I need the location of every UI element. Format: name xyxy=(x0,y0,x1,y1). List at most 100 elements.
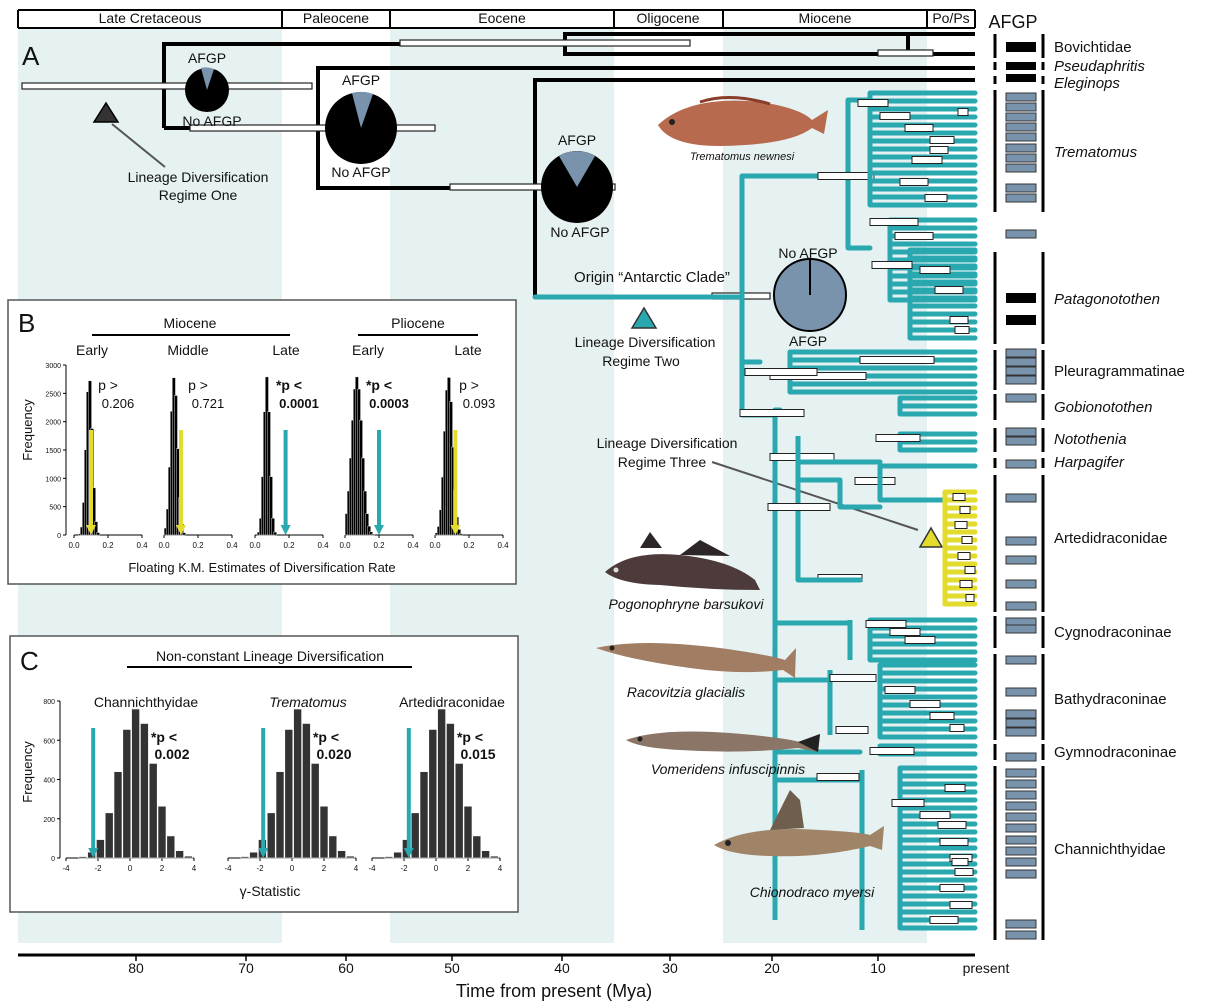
hist-c-bar xyxy=(241,857,249,858)
node-age-bar xyxy=(900,179,928,186)
hist-b-bar xyxy=(182,533,185,535)
node-age-bar xyxy=(960,581,972,588)
node-age-bar xyxy=(892,800,924,807)
hist-c-bar xyxy=(158,806,166,858)
node-age-bar xyxy=(905,637,935,644)
afgp-present-box xyxy=(1006,556,1036,564)
regime-one-label-1: Lineage Diversification xyxy=(128,169,269,185)
panel-b-stage-3: Late xyxy=(272,342,299,358)
time-axis-label: Time from present (Mya) xyxy=(456,981,652,1001)
hist-c-bar xyxy=(105,813,113,858)
afgp-present-box xyxy=(1006,813,1036,821)
panel-b-xlabel: Floating K.M. Estimates of Diversificati… xyxy=(128,560,395,575)
node-age-bar xyxy=(817,774,859,781)
node-age-bar xyxy=(818,173,874,180)
node-age-bar xyxy=(912,157,942,164)
afgp-present-box xyxy=(1006,858,1036,866)
time-tick-label-20: 20 xyxy=(764,960,780,976)
afgp-present-box xyxy=(1006,769,1036,777)
hist-c-bar xyxy=(294,709,302,858)
afgp-present-box xyxy=(1006,802,1036,810)
hist-c-pval-1: *p < xyxy=(151,729,177,745)
node-age-bar xyxy=(890,629,920,636)
afgp-present-box xyxy=(1006,537,1036,545)
node-age-bar xyxy=(930,917,958,924)
node-age-bar xyxy=(950,902,972,909)
hist-c-title-3: Artedidraconidae xyxy=(399,694,505,710)
hist-c-title-2: Trematomus xyxy=(269,694,347,710)
panel-c: C Non-constant Lineage Diversification F… xyxy=(10,636,518,912)
afgp-present-box xyxy=(1006,113,1036,121)
node-age-bar xyxy=(870,748,914,755)
hist-c-bar xyxy=(411,813,419,858)
hist-c-bar xyxy=(276,772,284,858)
pie-2: AFGP No AFGP xyxy=(325,72,397,180)
afgp-absent-box xyxy=(1006,74,1036,82)
clade-label-pleuragrammatinae: Pleuragrammatinae xyxy=(1054,363,1185,380)
node-age-bar xyxy=(952,859,968,866)
node-age-bar xyxy=(880,113,910,120)
hist-b-ytick-label: 1000 xyxy=(45,476,61,483)
hist-c-xtick-label: -2 xyxy=(400,864,408,873)
afgp-present-box xyxy=(1006,194,1036,202)
hist-c-title-1: Channichthyidae xyxy=(94,694,199,710)
hist-c-bar xyxy=(346,856,354,858)
panel-c-xlabel: γ-Statistic xyxy=(240,883,301,899)
hist-b-bar xyxy=(460,534,463,535)
afgp-present-box xyxy=(1006,358,1036,366)
hist-c-xtick-label: 0 xyxy=(290,864,295,873)
afgp-present-box xyxy=(1006,824,1036,832)
hist-c-bar xyxy=(438,709,446,858)
hist-c-xtick-label: -4 xyxy=(224,864,232,873)
hist-c-bar xyxy=(250,852,258,858)
afgp-present-box xyxy=(1006,494,1036,502)
afgp-present-box xyxy=(1006,460,1036,468)
pie-2-bottom-label: No AFGP xyxy=(331,164,390,180)
afgp-present-box xyxy=(1006,144,1036,152)
pie-3-top-label: AFGP xyxy=(558,132,596,148)
node-age-bar xyxy=(930,147,948,154)
afgp-absent-box xyxy=(1006,42,1036,52)
hist-c-bar xyxy=(464,806,472,858)
hist-c-xtick-label: -2 xyxy=(94,864,102,873)
hist-b-ytick-label: 2000 xyxy=(45,420,61,427)
hist-c-bar xyxy=(132,709,140,858)
hist-c-ytick-label: 400 xyxy=(43,778,55,785)
regime-two-label-1: Lineage Diversification xyxy=(575,334,716,350)
node-age-bar xyxy=(962,537,972,544)
hist-b-xtick-label: 0.0 xyxy=(249,541,261,550)
hist-c-xtick-label: 4 xyxy=(192,864,197,873)
hist-b-xtick-label: 0.4 xyxy=(226,541,238,550)
afgp-absent-box xyxy=(1006,315,1036,325)
hist-c-bar xyxy=(123,729,131,858)
afgp-present-box xyxy=(1006,847,1036,855)
node-age-bar xyxy=(945,785,965,792)
node-age-bar xyxy=(958,553,970,560)
hist-c-xtick-label: 2 xyxy=(160,864,165,873)
hist-b-ytick-label: 1500 xyxy=(45,448,61,455)
clade-label-cygnodraconinae: Cygnodraconinae xyxy=(1054,624,1172,641)
panel-b-group-pliocene: Pliocene xyxy=(391,315,445,331)
hist-c-bar xyxy=(285,729,293,858)
clade-label-notothenia: Notothenia xyxy=(1054,431,1127,448)
hist-c-ytick-label: 800 xyxy=(43,699,55,706)
afgp-present-box xyxy=(1006,602,1036,610)
node-age-bar xyxy=(960,507,970,514)
hist-b-xtick-label: 0.2 xyxy=(102,541,114,550)
hist-c-xtick-label: -4 xyxy=(62,864,70,873)
hist-b-xtick-label: 0.0 xyxy=(68,541,80,550)
hist-b-xtick-label: 0.2 xyxy=(192,541,204,550)
node-age-bar xyxy=(770,454,834,461)
hist-b-pval-value-4: 0.0003 xyxy=(369,396,409,411)
hist-b-xtick-label: 0.4 xyxy=(317,541,329,550)
node-age-bar xyxy=(920,267,950,274)
afgp-present-box xyxy=(1006,164,1036,172)
hist-c-xtick-label: 0 xyxy=(128,864,133,873)
clade-label-channichthyidae: Channichthyidae xyxy=(1054,841,1166,858)
panel-b-stage-2: Middle xyxy=(167,342,208,358)
afgp-present-box xyxy=(1006,133,1036,141)
afgp-presence-column xyxy=(1006,42,1036,939)
panel-b-ylabel: Frequency xyxy=(20,399,35,461)
afgp-present-box xyxy=(1006,103,1036,111)
